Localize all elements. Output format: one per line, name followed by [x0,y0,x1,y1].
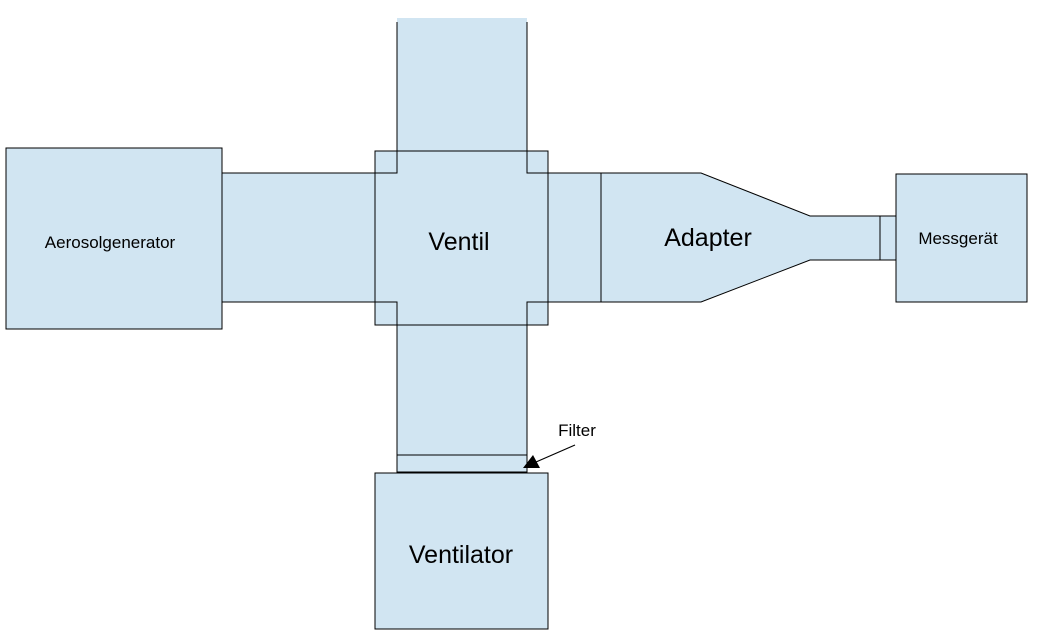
fan-box [374,472,549,630]
fan-label: Ventilator [409,541,513,569]
filter-arrow [523,444,576,468]
adapter-label: Adapter [664,224,752,252]
aerosol-generator-label: Aerosolgenerator [45,233,176,252]
valve-label: Ventil [428,228,489,256]
right-pipe [546,172,602,303]
bottom-pipe [396,322,528,475]
measuring-device-box [895,173,1028,303]
filter-element [396,454,528,473]
measuring-device-label: Messgerät [918,229,998,248]
valve-block [374,150,549,326]
connector-piece [879,215,897,261]
filter-label: Filter [558,421,596,440]
top-pipe [396,18,528,154]
aerosol-generator-box [5,147,223,330]
left-pipe [221,172,379,303]
